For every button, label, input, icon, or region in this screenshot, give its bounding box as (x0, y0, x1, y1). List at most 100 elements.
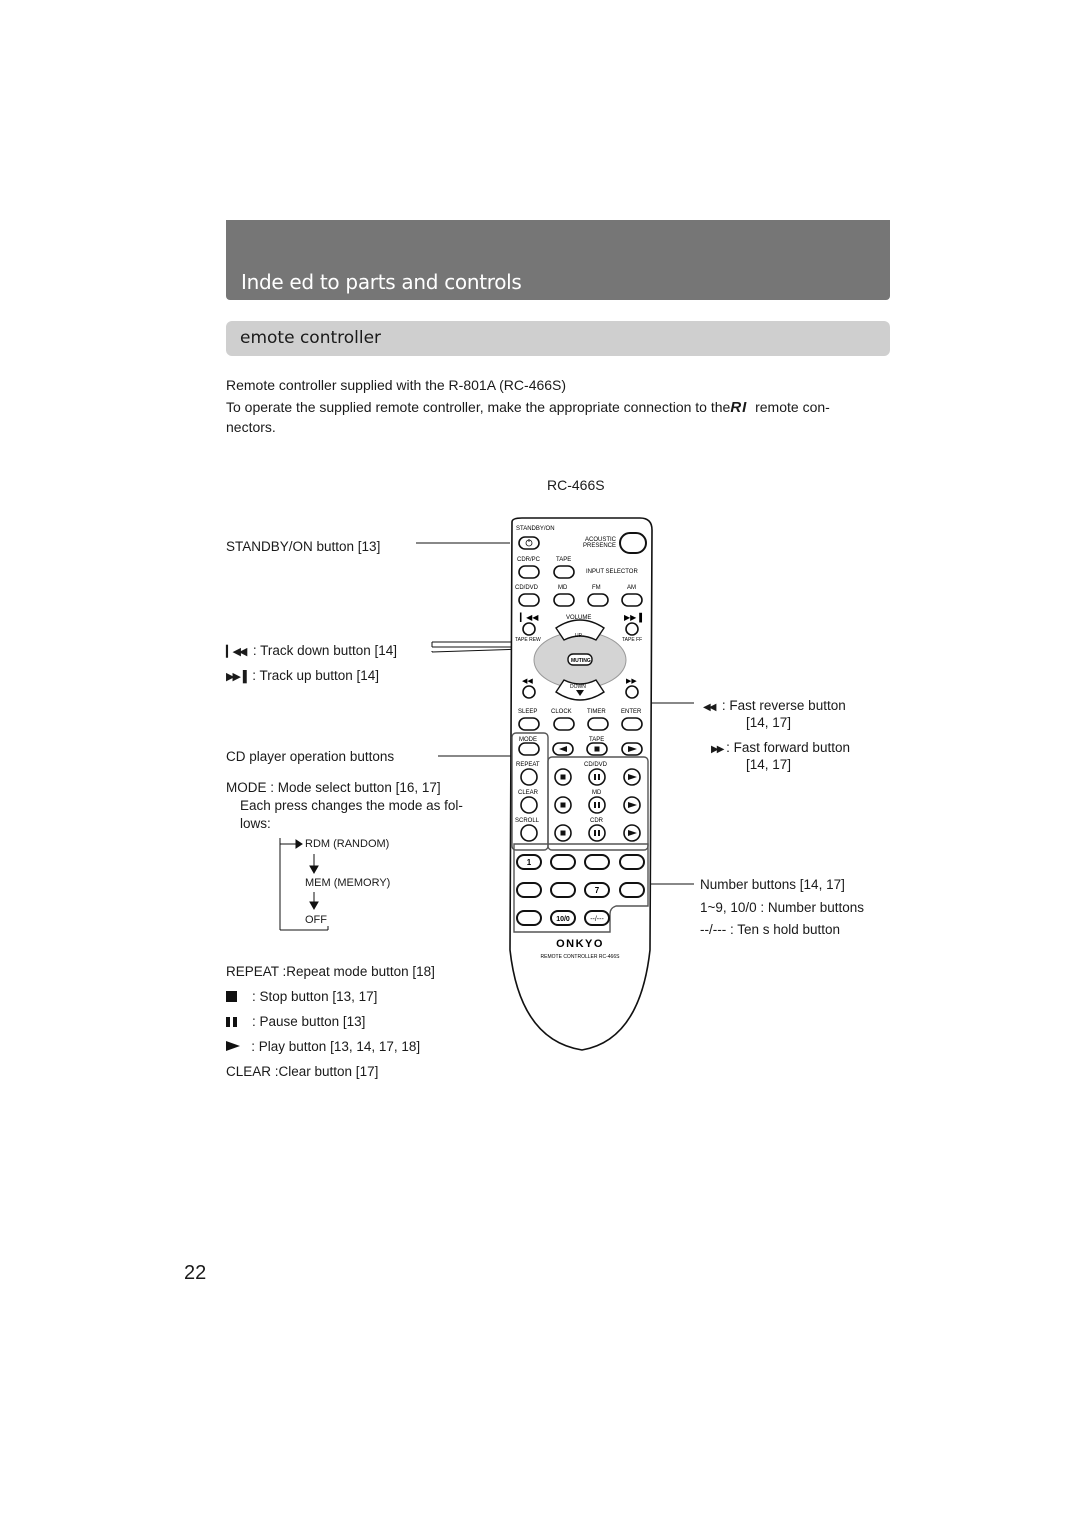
intro-line-3: nectors. (226, 419, 276, 435)
pause-icon (226, 1017, 230, 1027)
cd-play-button[interactable] (623, 768, 641, 786)
fast-forward-button[interactable] (625, 685, 639, 699)
cdr-play-button[interactable] (623, 824, 641, 842)
label-md-deck: MD (592, 790, 602, 796)
skip-forward-icon-remote: ▶▶▐ (624, 612, 642, 623)
cd-stop-button[interactable] (554, 768, 572, 786)
fast-forward-icon-remote: ▶▶ (626, 678, 637, 685)
number-button-1[interactable]: 1 (516, 854, 542, 870)
number-button-3[interactable] (584, 854, 610, 870)
tape-button[interactable] (553, 565, 575, 579)
cd-pause-button[interactable] (588, 768, 606, 786)
callout-repeat: REPEAT :Repeat mode button [18] (226, 964, 435, 979)
fm-button[interactable] (587, 593, 609, 607)
intro-line-1: Remote controller supplied with the R-80… (226, 377, 567, 393)
md-play-button[interactable] (623, 796, 641, 814)
label-cdr: CDR (590, 818, 604, 824)
cdr-pause-button[interactable] (588, 824, 606, 842)
play-icon (226, 1041, 240, 1051)
fast-forward-icon: ▶▶ (711, 744, 724, 755)
fast-reverse-button[interactable] (522, 685, 536, 699)
callout-fast-rev-text: : Fast reverse button (721, 698, 846, 713)
volume-up-button[interactable] (555, 619, 605, 641)
callout-fast-rev: ◀◀ : Fast reverse button (703, 697, 846, 716)
label-clear: CLEAR (518, 790, 539, 796)
number-button-7[interactable]: 7 (584, 882, 610, 898)
remote-footer-label: REMOTE CONTROLLER RC-466S (541, 954, 621, 960)
mode-button[interactable] (518, 742, 540, 756)
cdr-stop-button[interactable] (554, 824, 572, 842)
am-button[interactable] (621, 593, 643, 607)
callout-mode-desc-1: Each press changes the mode as fol- (240, 798, 463, 813)
standby-button[interactable] (518, 536, 540, 550)
cd-dvd-button[interactable] (518, 593, 540, 607)
model-label: RC-466S (547, 477, 605, 493)
label-tape-deck: TAPE (589, 737, 604, 743)
track-up-button[interactable] (625, 622, 639, 636)
muting-button[interactable] (567, 653, 593, 666)
tape-play-button[interactable] (621, 742, 643, 756)
rewind-icon-remote: ◀◀ (522, 678, 533, 685)
skip-forward-icon: ▶▶▐ (226, 671, 247, 683)
clear-button[interactable] (520, 796, 538, 814)
number-button-5[interactable] (516, 882, 542, 898)
label-tape-ff: TAPE FF (622, 637, 642, 643)
label-standby-on: STANDBY/ON (516, 526, 555, 532)
callout-standby: STANDBY/ON button [13] (226, 539, 381, 554)
timer-button[interactable] (587, 717, 609, 731)
cdr-pc-button[interactable] (518, 565, 540, 579)
label-presence: PRESENCE (583, 543, 616, 549)
callout-fast-fwd-ref: [14, 17] (746, 757, 792, 772)
number-button-4[interactable] (619, 854, 645, 870)
label-clock: CLOCK (551, 709, 572, 715)
intro-line-2: To operate the supplied remote controlle… (226, 399, 830, 416)
label-tape: TAPE (556, 557, 571, 563)
label-tape-rew: TAPE REW (515, 637, 541, 643)
number-button-10-0[interactable]: 10/0 (550, 910, 576, 926)
callout-stop: : Stop button [13, 17] (226, 988, 377, 1005)
label-fm: FM (592, 585, 601, 591)
number-button-2[interactable] (550, 854, 576, 870)
scroll-button[interactable] (520, 824, 538, 842)
acoustic-presence-button[interactable] (619, 532, 647, 554)
svg-text:--/---: --/--- (590, 916, 604, 923)
chapter-banner: Inde ed to parts and controls (226, 220, 890, 300)
mode-off: OFF (305, 914, 327, 926)
sleep-button[interactable] (518, 717, 540, 731)
number-button-6[interactable] (550, 882, 576, 898)
callout-pause: : Pause button [13] (226, 1013, 365, 1030)
tape-stop-button[interactable] (586, 742, 608, 756)
svg-text:7: 7 (595, 886, 600, 895)
rewind-icon: ◀◀ (703, 702, 716, 713)
repeat-button[interactable] (520, 768, 538, 786)
label-acoustic: ACOUSTIC (585, 537, 617, 543)
enter-button[interactable] (621, 717, 643, 731)
callout-fast-rev-ref: [14, 17] (746, 715, 792, 730)
label-volume: VOLUME (566, 615, 591, 621)
page-number: 22 (184, 1262, 207, 1284)
mode-rdm: RDM (RANDOM) (305, 838, 390, 850)
tens-hold-button[interactable]: --/--- (584, 910, 610, 926)
number-button-9[interactable] (516, 910, 542, 926)
callout-track-down: ▎◀◀ : Track down button [14] (226, 642, 397, 661)
clock-button[interactable] (553, 717, 575, 731)
callout-track-down-text: : Track down button [14] (252, 643, 397, 658)
tape-reverse-play-button[interactable] (552, 742, 574, 756)
label-down: DOWN (570, 684, 586, 690)
label-cdr-pc: CDR/PC (517, 557, 541, 563)
section-title: emote controller (240, 328, 382, 348)
mode-mem: MEM (MEMORY) (305, 877, 391, 889)
md-button[interactable] (553, 593, 575, 607)
md-stop-button[interactable] (554, 796, 572, 814)
intro-line-2-text: To operate the supplied remote controlle… (226, 399, 731, 415)
track-down-button[interactable] (522, 622, 536, 636)
md-pause-button[interactable] (588, 796, 606, 814)
chapter-title: Inde ed to parts and controls (241, 270, 522, 294)
number-button-8[interactable] (619, 882, 645, 898)
label-timer: TIMER (587, 709, 606, 715)
callout-fast-fwd-text: : Fast forward button (726, 740, 850, 755)
callout-mode-desc-2: lows: (240, 816, 271, 831)
callout-stop-text: : Stop button [13, 17] (252, 989, 378, 1004)
label-repeat: REPEAT (516, 762, 540, 768)
label-scroll: SCROLL (515, 818, 540, 824)
